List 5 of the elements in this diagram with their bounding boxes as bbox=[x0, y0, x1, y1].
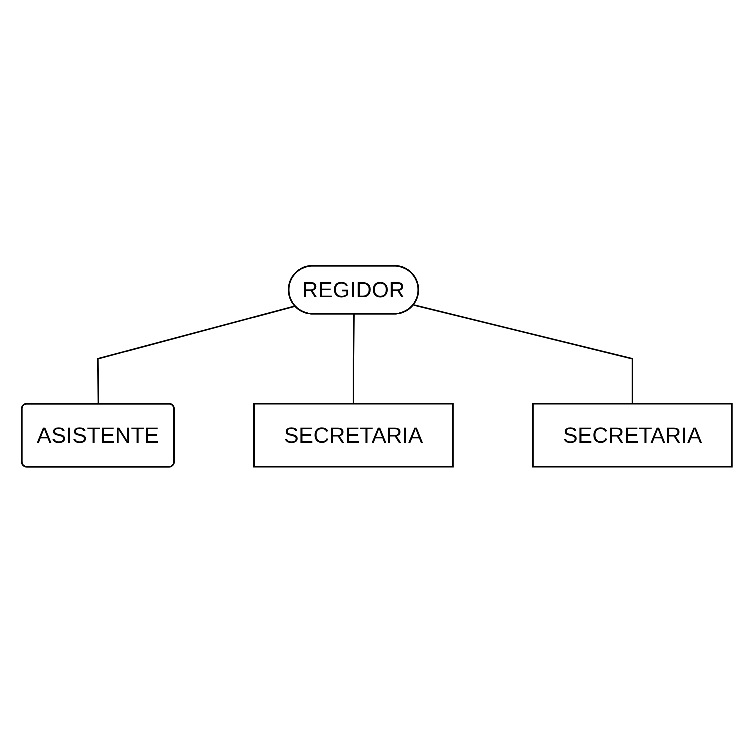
connector bbox=[98, 305, 296, 404]
node-box: SECRETARIA bbox=[254, 402, 454, 468]
connector bbox=[353, 314, 356, 404]
node-box: SECRETARIA bbox=[532, 402, 734, 468]
connector bbox=[414, 304, 634, 404]
